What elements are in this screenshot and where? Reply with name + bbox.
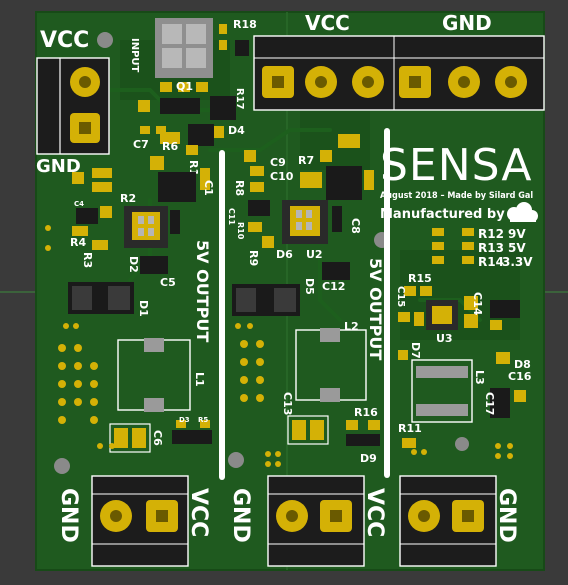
mounting-hole (54, 458, 70, 474)
ref-d5: D5 (303, 278, 316, 295)
ref-r15: R15 (408, 272, 432, 285)
ref-l1: L1 (193, 372, 206, 387)
ref-r4: R4 (70, 236, 86, 249)
ref-c6: C6 (151, 430, 164, 446)
label-input: INPUT (129, 38, 140, 73)
ref-c13: C13 (281, 392, 294, 415)
ref-c7: C7 (133, 138, 149, 151)
ref-c4: C4 (74, 200, 84, 208)
ref-r13: R13 (478, 241, 504, 255)
cloud-icon (507, 202, 538, 222)
ref-r2: R2 (120, 192, 136, 205)
ref-r8: R8 (233, 180, 246, 196)
ref-u3: U3 (436, 332, 453, 345)
mounting-hole (455, 437, 469, 451)
mounting-hole (228, 452, 244, 468)
l3-inductor (411, 359, 473, 423)
ref-d2: D2 (127, 256, 140, 273)
label-vcc-top-left: VCC (40, 28, 89, 53)
ref-c9: C9 (270, 156, 286, 169)
manufactured-text: Manufactured by (380, 207, 505, 222)
ref-r3: R3 (81, 252, 94, 268)
ref-c15: C15 (395, 286, 406, 307)
ref-d9: D9 (360, 452, 377, 465)
label-gnd-left: GND (36, 156, 81, 177)
label-vcc-top: VCC (305, 11, 350, 35)
ref-r7: R7 (298, 154, 314, 167)
voltage-3v3: 3.3V (502, 255, 533, 269)
label-output-b: 5V OUTPUT (366, 258, 385, 360)
ref-c17: C17 (483, 392, 496, 415)
ref-c10: C10 (270, 170, 294, 183)
voltage-5v: 5V (508, 241, 526, 255)
label-output-a: 5V OUTPUT (193, 240, 212, 342)
ref-c16: C16 (508, 370, 532, 383)
ref-d7: D7 (409, 342, 422, 359)
ref-l2: L2 (344, 320, 359, 333)
ref-c11: C11 (227, 208, 236, 225)
ref-c14: C14 (471, 292, 484, 316)
ref-d8: D8 (514, 358, 531, 371)
label-bottom-gnd-2: GND (228, 488, 253, 543)
ref-c8: C8 (349, 218, 362, 234)
brand-logo: SENSA (380, 140, 533, 191)
ref-r11: R11 (398, 422, 422, 435)
label-bottom-vcc-1: VCC (186, 488, 211, 537)
ref-d3: D3 (179, 416, 190, 424)
bottom-terminal-2 (267, 475, 365, 567)
mounting-hole (97, 32, 113, 48)
ref-r12: R12 (478, 227, 504, 241)
ref-q1: Q1 (176, 80, 193, 93)
ref-r10: R10 (236, 222, 245, 240)
credit-text: August 2018 – Made by Silard Gal (380, 191, 533, 201)
ref-c1: C1 (202, 180, 215, 196)
ref-r14: R14 (478, 255, 504, 269)
ref-c5: C5 (160, 276, 176, 289)
ref-r5: R5 (198, 416, 208, 424)
voltage-9v: 9V (508, 227, 526, 241)
ref-c12: C12 (322, 280, 345, 293)
ref-d4: D4 (228, 124, 245, 137)
label-bottom-gnd-1: GND (56, 488, 81, 543)
ref-l3: L3 (473, 370, 486, 385)
ref-r9: R9 (247, 250, 260, 266)
label-bottom-gnd-3: GND (494, 488, 519, 543)
ref-r6: R6 (162, 140, 178, 153)
bottom-terminal-1 (91, 475, 189, 567)
ref-u2: U2 (306, 248, 323, 261)
ref-r17: R17 (234, 88, 245, 110)
ref-d6: D6 (276, 248, 293, 261)
ref-d1: D1 (137, 300, 150, 317)
ref-r16: R16 (354, 406, 378, 419)
bottom-terminal-3 (399, 475, 497, 567)
ref-r18: R18 (233, 18, 257, 31)
label-gnd-top: GND (442, 11, 492, 35)
label-bottom-vcc-2: VCC (362, 488, 387, 537)
